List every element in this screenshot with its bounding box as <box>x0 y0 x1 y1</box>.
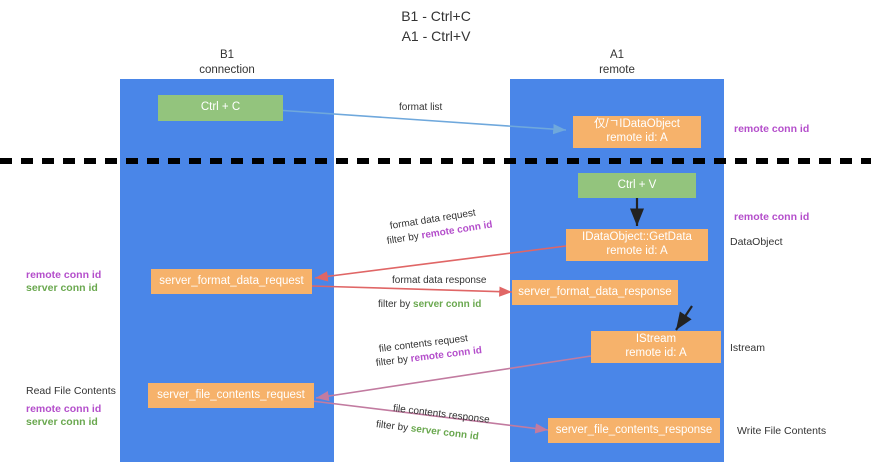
node-server-file-contents-response[interactable]: server_file_contents_response <box>548 418 720 443</box>
node-ctrl-c-label: Ctrl + C <box>200 101 241 114</box>
column-header-a1-name: A1 <box>609 49 625 61</box>
title-line-1: B1 - Ctrl+C <box>401 8 471 24</box>
annotation-right-write-file-contents: Write File Contents <box>737 425 827 437</box>
node-server-file-contents-request-label: server_file_contents_request <box>157 388 305 401</box>
diagram-title: B1 - Ctrl+C A1 - Ctrl+V <box>336 6 536 47</box>
edge-response-to-istream <box>675 305 693 331</box>
node-idataobject-remote-line2: remote id: A <box>606 132 668 144</box>
filter-value-server-conn-id: server conn id <box>413 299 482 310</box>
node-idataobject-getdata[interactable]: IDataObject::GetData remote id: A <box>566 229 708 261</box>
column-header-b1-role: connection <box>199 63 255 76</box>
node-ctrl-c[interactable]: Ctrl + C <box>158 95 283 121</box>
annotation-right-istream: Istream <box>730 342 766 354</box>
annotation-left-server-conn-id-2: server conn id <box>26 416 98 428</box>
edge-file-contents-request <box>315 355 592 402</box>
column-header-a1-role: remote <box>599 63 635 76</box>
node-ctrl-v[interactable]: Ctrl + V <box>578 173 696 198</box>
column-header-b1-name: B1 <box>219 49 235 61</box>
title-line-2: A1 - Ctrl+V <box>401 28 471 45</box>
annotation-right-remote-conn-id-mid: remote conn id <box>734 211 810 223</box>
edge-label-format-data-response: format data response <box>392 275 487 286</box>
edge-label-format-list: format list <box>399 102 443 113</box>
node-server-format-data-response[interactable]: server_format_data_response <box>512 280 678 305</box>
node-istream-line1: IStream <box>635 333 677 346</box>
node-idataobject-remote[interactable]: 仅/ㄱIDataObject remote id: A <box>573 116 701 148</box>
node-server-file-contents-response-label: server_file_contents_response <box>555 423 713 436</box>
node-idataobject-getdata-line2: remote id: A <box>606 245 668 257</box>
annotation-right-remote-conn-id-top: remote conn id <box>734 123 810 135</box>
node-ctrl-v-label: Ctrl + V <box>617 178 657 191</box>
node-server-format-data-request-label: server_format_data_request <box>159 274 304 287</box>
node-server-format-data-request[interactable]: server_format_data_request <box>151 269 312 294</box>
annotation-left-remote-conn-id-2: remote conn id <box>26 403 102 415</box>
annotation-right-data-object: DataObject <box>730 236 783 248</box>
edge-file-contents-response <box>311 400 549 434</box>
column-header-a1: A1 remote <box>547 48 687 78</box>
edge-format-list <box>275 109 567 135</box>
column-header-b1: B1 connection <box>157 48 297 78</box>
edge-format-data-request <box>314 245 567 282</box>
node-idataobject-remote-line1: 仅/ㄱIDataObject <box>594 118 680 131</box>
edge-format-data-response <box>311 285 513 297</box>
annotation-left-remote-conn-id: remote conn id <box>26 269 102 281</box>
node-istream-line2: remote id: A <box>625 347 687 359</box>
node-server-file-contents-request[interactable]: server_file_contents_request <box>148 383 314 408</box>
filter-prefix: filter by <box>378 299 414 310</box>
edge-label-format-data-response-filter: filter by server conn id <box>378 299 481 310</box>
node-istream[interactable]: IStream remote id: A <box>591 331 721 363</box>
node-server-format-data-response-label: server_format_data_response <box>518 285 672 298</box>
annotation-left-server-conn-id: server conn id <box>26 282 98 294</box>
annotation-left-read-file-contents: Read File Contents <box>26 385 116 397</box>
node-idataobject-getdata-line1: IDataObject::GetData <box>582 231 692 244</box>
